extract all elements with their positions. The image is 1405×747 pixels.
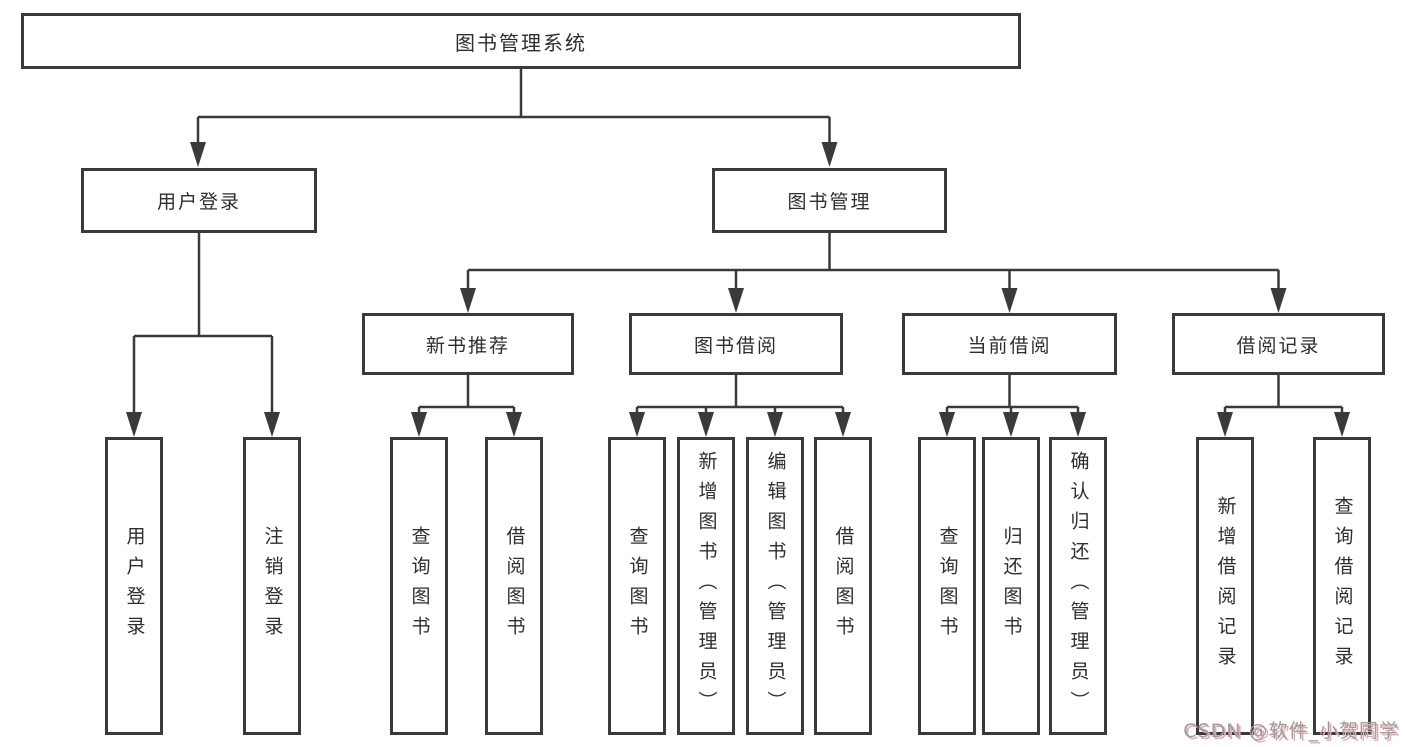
arrowhead [629,412,645,437]
leaf-logout: 注销登录 [243,437,301,735]
arrowhead [1001,288,1018,313]
leaf-current-return-book: 归还图书 [982,437,1040,735]
node-book-borrowing-label: 图书借阅 [693,334,778,357]
node-user-login: 用户登录 [81,168,317,233]
arrowhead [411,412,427,437]
leaf-user-login-label: 用户登录 [123,526,146,646]
arrowhead [126,412,142,437]
node-root: 图书管理系统 [21,13,1021,69]
leaf-logout-label: 注销登录 [261,526,284,646]
arrowhead [939,412,955,437]
leaf-recommend-borrow-book-label: 借阅图书 [503,526,526,646]
leaf-borrowing-query-book: 查询图书 [608,437,666,735]
leaf-borrowing-edit-book-admin: 编辑图书（管理员） [746,437,804,735]
arrowhead [1270,288,1287,313]
leaf-recommend-query-book: 查询图书 [390,437,448,735]
leaf-current-return-book-label: 归还图书 [1000,526,1023,646]
node-book-borrowing: 图书借阅 [629,313,843,375]
arrowhead [767,412,783,437]
arrowheads [126,142,1350,437]
leaf-current-query-book-label: 查询图书 [936,526,959,646]
node-book-management-label: 图书管理 [787,191,872,213]
leaf-borrowing-add-book-admin: 新增图书（管理员） [677,437,735,735]
arrowhead [1334,412,1350,437]
leaf-borrowing-borrow-book: 借阅图书 [814,437,872,735]
node-root-label: 图书管理系统 [455,30,587,55]
leaf-records-query-record: 查询借阅记录 [1313,437,1371,735]
leaf-recommend-borrow-book: 借阅图书 [485,437,543,735]
arrowhead [1217,412,1233,437]
connector-path [132,69,1344,416]
leaf-borrowing-query-book-label: 查询图书 [626,526,649,646]
arrowhead [264,412,280,437]
leaf-recommend-query-book-label: 查询图书 [408,526,431,646]
leaf-records-add-record-label: 新增借阅记录 [1214,496,1237,676]
node-current-borrowing-label: 当前借阅 [967,334,1052,357]
arrowhead [1003,412,1019,437]
node-borrowing-records: 借阅记录 [1172,313,1385,375]
arrowhead [728,288,744,313]
leaf-borrowing-borrow-book-label: 借阅图书 [832,526,855,646]
node-user-login-label: 用户登录 [156,191,241,213]
arrowhead [835,412,851,437]
node-borrowing-records-label: 借阅记录 [1236,334,1321,357]
leaf-current-confirm-return-admin-label: 确认归还（管理员） [1067,451,1090,721]
node-book-management: 图书管理 [712,168,947,233]
arrowhead [1070,412,1086,437]
leaf-current-confirm-return-admin: 确认归还（管理员） [1049,437,1107,735]
arrowhead [698,412,714,437]
leaf-user-login: 用户登录 [105,437,163,735]
arrowhead [506,412,522,437]
node-new-book-recommend: 新书推荐 [362,313,574,375]
leaf-records-query-record-label: 查询借阅记录 [1331,496,1354,676]
leaf-borrowing-edit-book-admin-label: 编辑图书（管理员） [764,451,787,721]
arrowhead [460,288,476,313]
arrowhead [190,142,206,167]
leaf-borrowing-add-book-admin-label: 新增图书（管理员） [695,451,718,721]
watermark: CSDN @软件_小贺同学 [1183,720,1399,742]
arrowhead [821,142,838,167]
leaf-current-query-book: 查询图书 [918,437,976,735]
node-new-book-recommend-label: 新书推荐 [425,334,510,357]
node-current-borrowing: 当前借阅 [902,313,1117,375]
leaf-records-add-record: 新增借阅记录 [1196,437,1254,735]
